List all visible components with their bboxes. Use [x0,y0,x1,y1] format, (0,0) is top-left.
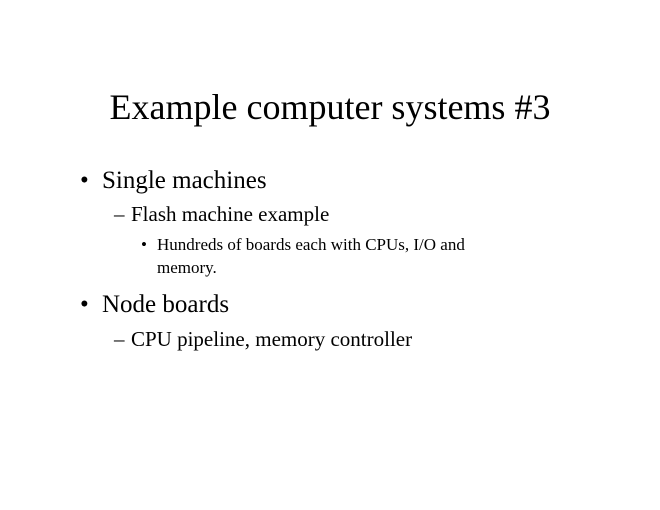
sub-bullet-cpu-pipeline: CPU pipeline, memory controller [131,327,413,351]
bullet-single-machines: Single machines [102,167,267,194]
dash-marker: – [114,327,125,351]
slide-title: Example computer systems #3 [109,87,551,127]
sub-bullet-flash-machine: Flash machine example [131,202,330,226]
sub-sub-bullet-line-1: Hundreds of boards each with CPUs, I/O a… [157,235,465,254]
bullet-marker: • [80,291,89,318]
dash-marker: – [114,202,125,226]
bullet-marker: • [141,235,147,254]
bullet-marker: • [80,167,89,194]
bullet-node-boards: Node boards [102,291,230,318]
sub-sub-bullet-line-2: memory. [157,258,217,277]
